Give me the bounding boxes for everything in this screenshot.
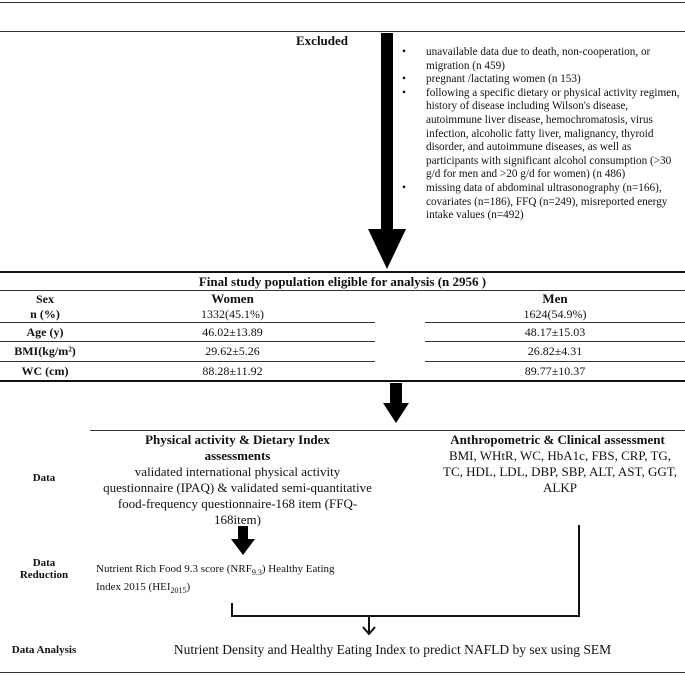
row-divider bbox=[425, 361, 685, 362]
population-top-border bbox=[0, 271, 685, 273]
women-value: 46.02±13.89 bbox=[202, 325, 263, 339]
connector-line bbox=[231, 603, 233, 615]
row-divider bbox=[425, 322, 685, 323]
pa-text: validated international physical activit… bbox=[103, 464, 372, 527]
down-arrow-icon bbox=[383, 383, 409, 423]
row-label: Age (y) bbox=[26, 325, 64, 339]
row-label: n (%) bbox=[30, 307, 60, 321]
pa-title: Physical activity & Dietary Index assess… bbox=[145, 432, 330, 463]
reduction-text-a: Nutrient Rich Food 9.3 score (NRF bbox=[96, 563, 252, 575]
men-value: 1624(54.9%) bbox=[523, 307, 587, 321]
reduction-label-line: Reduction bbox=[19, 569, 69, 581]
data-label: Data bbox=[32, 472, 56, 484]
reduction-sub-b: 2015 bbox=[170, 586, 187, 596]
data-reduction-label: Data Reduction bbox=[0, 557, 88, 581]
sex-header: Sex bbox=[36, 292, 54, 306]
excluded-item: pregnant /lactating women (n 153) bbox=[402, 73, 682, 87]
anthro-text: BMI, WHtR, WC, HbA1c, FBS, CRP, TG, TC, … bbox=[443, 448, 677, 495]
data-section-border bbox=[90, 430, 685, 431]
top-border bbox=[0, 2, 685, 3]
connector-line bbox=[231, 615, 580, 617]
down-arrow-icon bbox=[231, 526, 255, 555]
connector-line bbox=[578, 525, 580, 617]
women-value: 29.62±5.26 bbox=[205, 344, 260, 358]
row-divider bbox=[0, 341, 375, 342]
reduction-label-line: Data bbox=[32, 557, 56, 569]
row-divider bbox=[0, 322, 375, 323]
row-divider bbox=[0, 361, 375, 362]
excluded-list: unavailable data due to death, non-coope… bbox=[402, 46, 682, 223]
population-title: Final study population eligible for anal… bbox=[198, 274, 487, 289]
reduction-text-c: ) bbox=[186, 581, 191, 594]
men-value: 48.17±15.03 bbox=[524, 325, 586, 339]
reduction-sub-a: 9.3 bbox=[251, 568, 262, 578]
men-value: 89.77±10.37 bbox=[524, 364, 586, 378]
excluded-top-border bbox=[0, 31, 685, 32]
reduction-text-b: ) Healthy Eating Index 2015 (HEI bbox=[96, 563, 335, 594]
women-header: Women bbox=[211, 291, 254, 306]
excluded-item: missing data of abdominal ultrasonograph… bbox=[402, 182, 682, 223]
row-label: WC (cm) bbox=[21, 364, 69, 378]
bottom-border bbox=[0, 672, 685, 673]
row-divider bbox=[425, 341, 685, 342]
down-arrow-icon bbox=[362, 615, 376, 636]
down-arrow-icon bbox=[368, 33, 406, 269]
men-header: Men bbox=[542, 291, 568, 306]
women-value: 1332(45.1%) bbox=[201, 307, 264, 321]
analysis-text: Nutrient Density and Healthy Eating Inde… bbox=[173, 642, 612, 657]
men-value: 26.82±4.31 bbox=[527, 344, 583, 358]
excluded-item: following a specific dietary or physical… bbox=[402, 87, 682, 182]
population-bottom-border bbox=[0, 380, 685, 382]
excluded-title: Excluded bbox=[296, 33, 349, 48]
women-value: 88.28±11.92 bbox=[202, 364, 263, 378]
reduction-text: Nutrient Rich Food 9.3 score (NRF9.3) He… bbox=[96, 562, 346, 598]
anthro-title: Anthropometric & Clinical assessment bbox=[450, 432, 665, 447]
data-analysis-label: Data Analysis bbox=[11, 644, 77, 656]
row-label: BMI(kg/m²) bbox=[14, 344, 76, 358]
population-title-border bbox=[0, 290, 685, 291]
excluded-item: unavailable data due to death, non-coope… bbox=[402, 46, 682, 73]
